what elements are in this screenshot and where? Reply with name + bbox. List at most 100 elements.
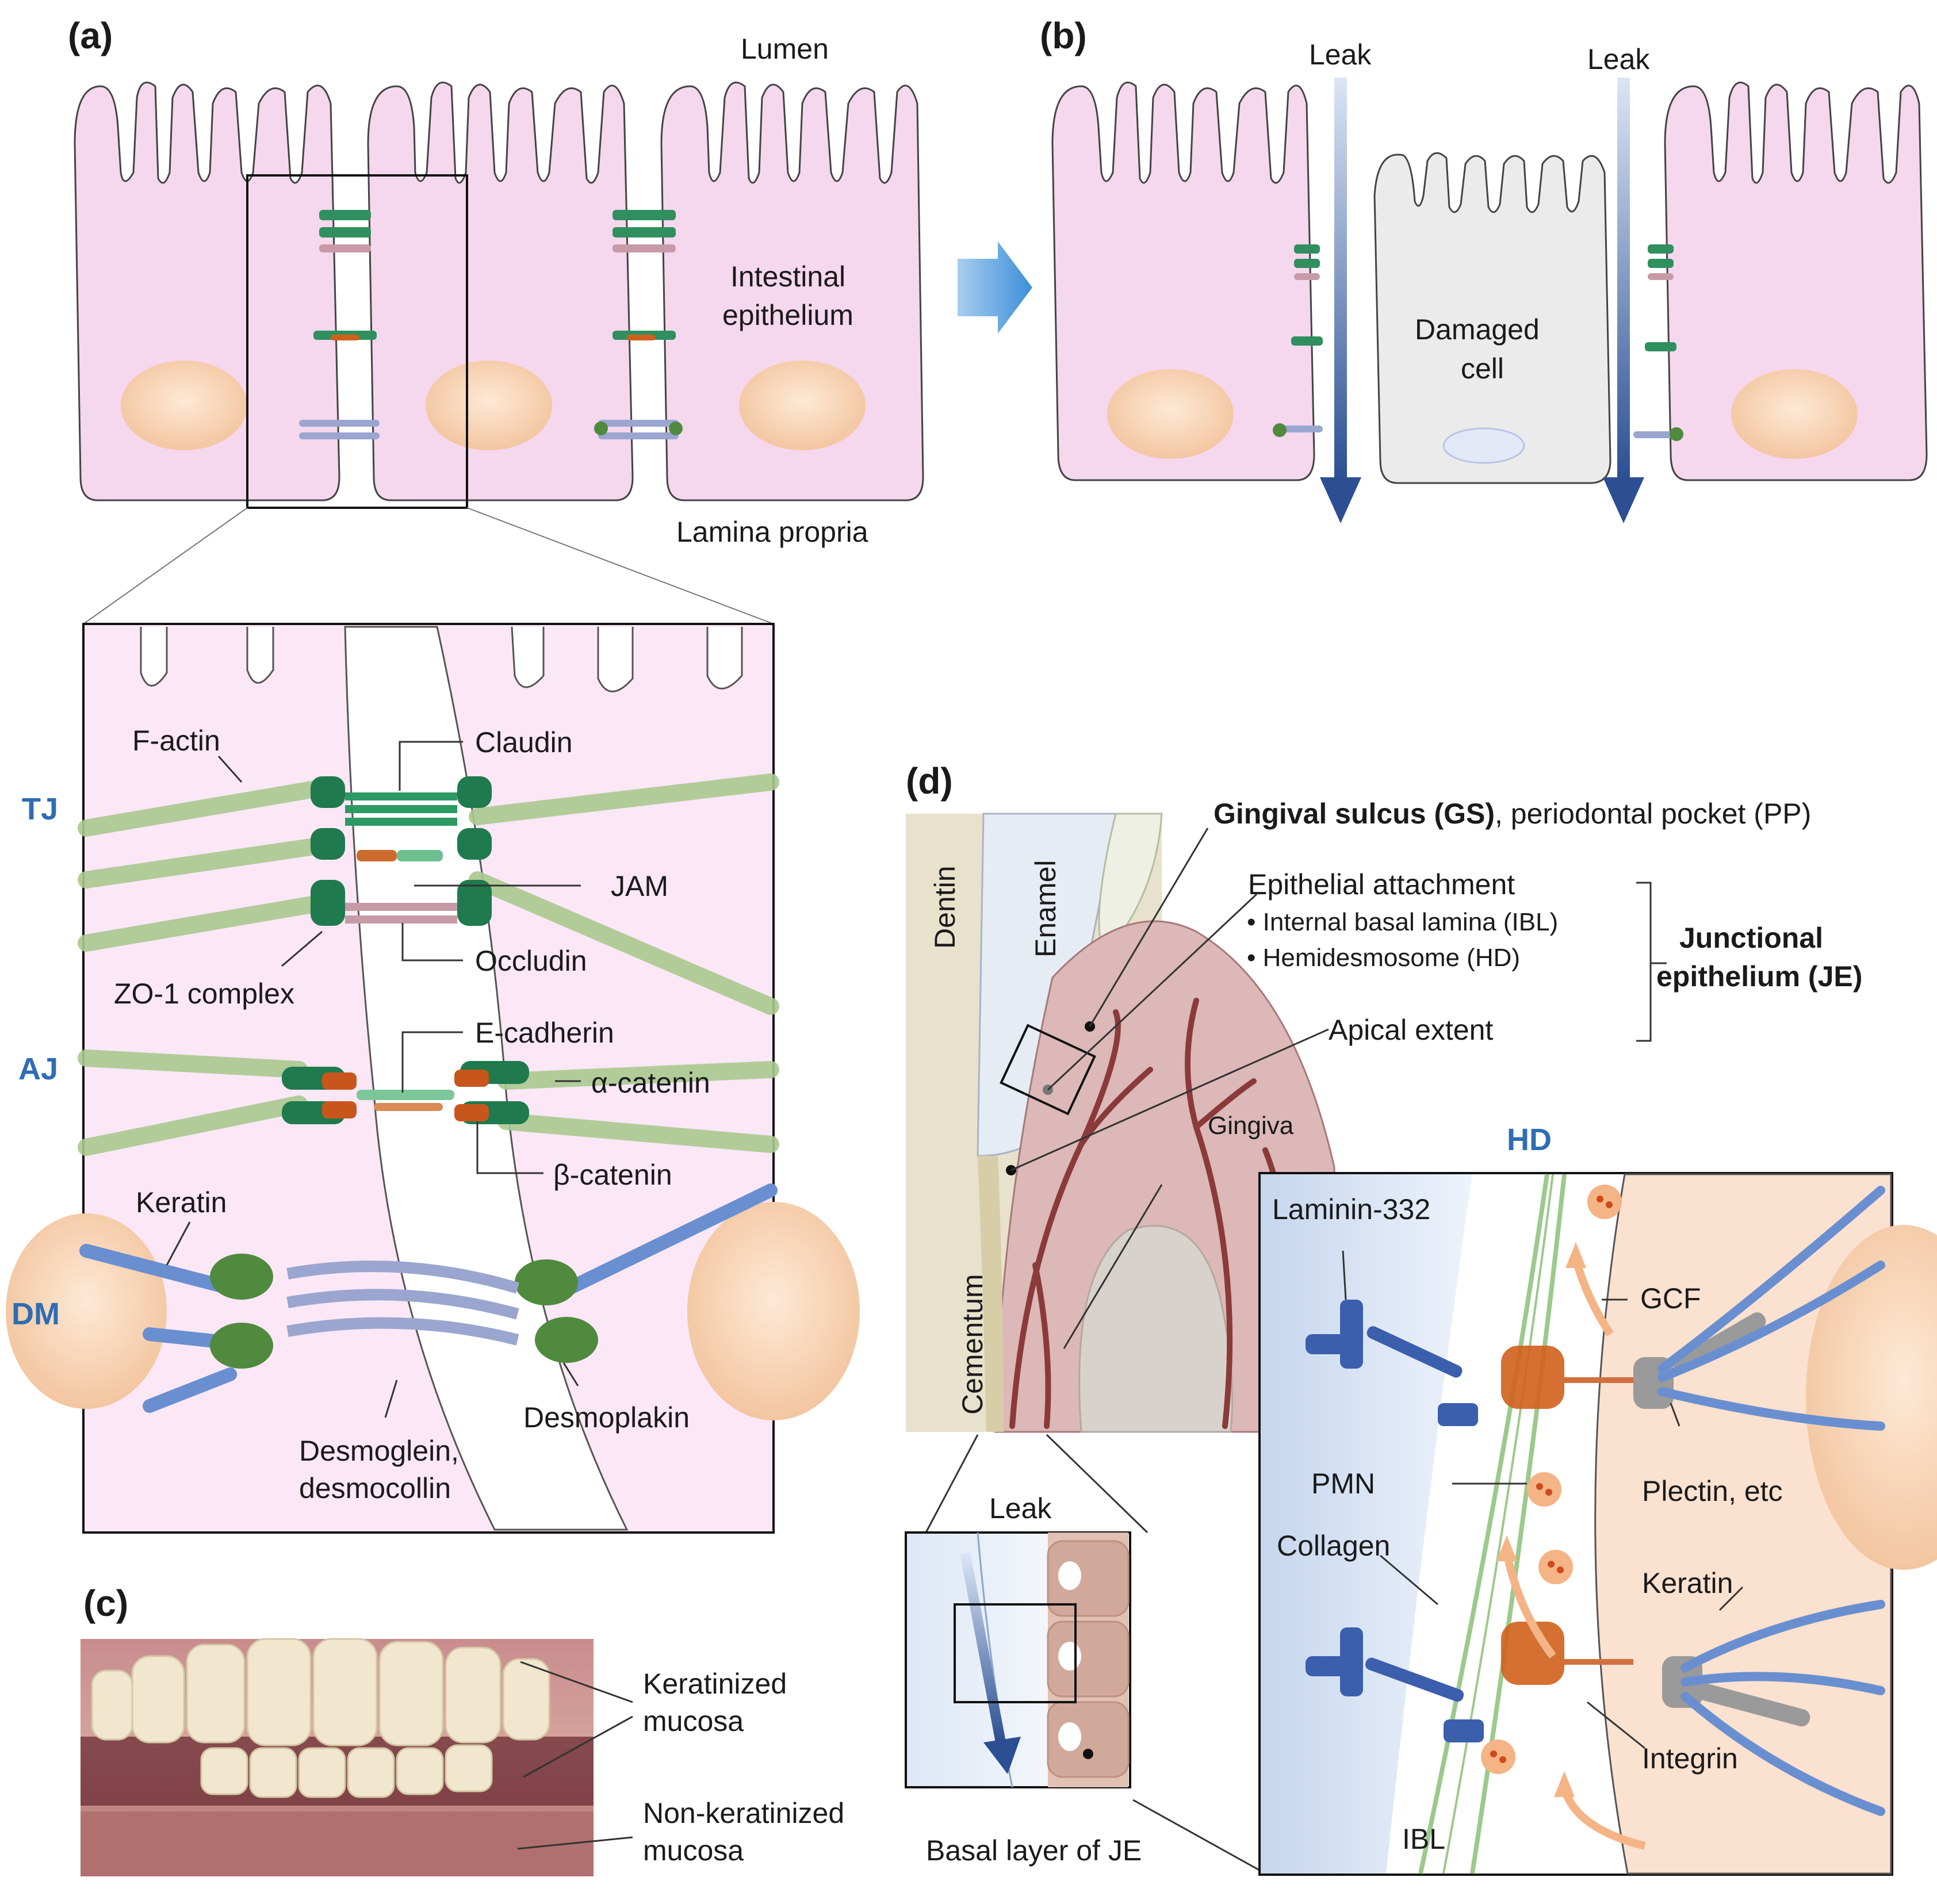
leak-arrow-right <box>1617 78 1630 480</box>
laminin-label: Laminin-332 <box>1272 1193 1430 1225</box>
nucleus <box>739 361 866 450</box>
ibl-label: IBL <box>1402 1823 1445 1855</box>
occludin-strand <box>345 903 457 911</box>
desmosome <box>299 420 683 439</box>
junction-complexes-b <box>1273 244 1683 441</box>
hemidesmosome-panel: Laminin-332 GCF PMN Plectin, etc Collage… <box>1258 1172 1937 1876</box>
basal-layer-label: Basal layer of JE <box>926 1834 1142 1867</box>
leader-lines-d <box>925 828 1667 1873</box>
jam-label: JAM <box>611 870 668 902</box>
tight-junction-proteins <box>311 776 492 926</box>
leak-label-d: Leak <box>989 1492 1052 1524</box>
leak-arrowhead <box>1603 477 1644 523</box>
epithelium-label-2: epithelium <box>722 299 853 331</box>
jam-protein <box>397 850 443 861</box>
junction-zoom-panel: TJ AJ DM F-actin Claudin JAM ZO-1 comple… <box>6 623 860 1534</box>
pmn-label: PMN <box>1311 1468 1375 1500</box>
tight-junction <box>319 210 676 252</box>
desmoglein <box>286 1289 519 1320</box>
damaged-cell <box>1373 152 1611 484</box>
panel-label-c: (c) <box>83 1583 128 1624</box>
desmoglein <box>286 1261 519 1294</box>
adherens-junction <box>313 331 676 340</box>
leak-arrowhead <box>1320 477 1361 523</box>
nucleus <box>426 361 552 450</box>
tj-label: TJ <box>22 792 58 826</box>
apical-extent-label: Apical extent <box>1329 1014 1493 1046</box>
damaged-cell-label-2: cell <box>1461 353 1504 385</box>
dm-label: DM <box>12 1297 60 1331</box>
f-actin-filaments <box>78 773 779 1156</box>
lamina-propria-label: Lamina propria <box>676 516 868 548</box>
alpha-catenin-label: α-catenin <box>591 1067 710 1099</box>
hd-item-label: • Hemidesmosome (HD) <box>1247 944 1520 972</box>
panel-label-d: (d) <box>906 760 953 802</box>
je-label-2: epithelium (JE) <box>1656 960 1862 993</box>
zoom-box <box>246 174 468 509</box>
leak-arrow-left <box>1334 78 1347 480</box>
panel-label-a: (a) <box>68 15 113 56</box>
ja-zoom-box <box>1000 1024 1096 1116</box>
claudin-strand <box>345 805 457 813</box>
desmoplakin <box>210 1323 273 1369</box>
adherens-junction-proteins <box>282 1061 529 1124</box>
pmn-cells <box>1481 1185 1622 1774</box>
periodontal-pocket-text: , periodontal pocket (PP) <box>1495 798 1811 830</box>
keratinized-label-1: Keratinized <box>643 1668 787 1700</box>
desmoglein <box>286 1317 519 1346</box>
gingiva-label: Gingiva <box>1208 1112 1294 1140</box>
mouth-photo <box>81 1638 594 1876</box>
transition-arrow <box>958 242 1032 334</box>
e-cadherin-label: E-cadherin <box>475 1017 614 1049</box>
claudin-strand <box>345 792 457 800</box>
epithelial-cell <box>1664 81 1928 481</box>
panel-label-b: (b) <box>1040 15 1087 56</box>
je-label-1: Junctional <box>1679 922 1823 954</box>
damaged-epithelium-cells <box>1051 81 1928 484</box>
nucleus <box>1731 369 1858 459</box>
nonkeratinized-label-2: mucosa <box>643 1834 744 1867</box>
damaged-cell-label-1: Damaged <box>1415 313 1540 346</box>
epithelium-label-1: Intestinal <box>730 260 845 293</box>
nonkeratinized-label-1: Non-keratinized <box>643 1797 844 1829</box>
lumen-label: Lumen <box>741 33 829 65</box>
gcf-label: GCF <box>1640 1282 1701 1315</box>
keratinized-label-2: mucosa <box>643 1705 744 1737</box>
hd-leader-lines <box>1342 1250 1744 1749</box>
enamel-label: Enamel <box>1029 860 1062 957</box>
epithelial-cell <box>1051 81 1315 481</box>
nucleus <box>121 361 247 450</box>
desmoplakin <box>535 1317 598 1363</box>
jam-protein <box>357 850 397 861</box>
e-cadherin <box>374 1103 443 1111</box>
leader-lines <box>166 741 581 1418</box>
desmoplakin <box>515 1259 578 1305</box>
hd-title: HD <box>1507 1123 1552 1157</box>
zoom-connector <box>466 507 774 625</box>
e-cadherin <box>357 1090 454 1100</box>
leader-lines-c <box>517 1661 633 1850</box>
desmoplakin-label: Desmoplakin <box>523 1401 690 1434</box>
gingival-sulcus-bold: Gingival sulcus (GS) <box>1214 798 1495 830</box>
intestinal-epithelium-cells <box>74 81 924 501</box>
collagen-label: Collagen <box>1277 1530 1390 1562</box>
integrin-label: Integrin <box>1642 1742 1738 1775</box>
laminin-332 <box>1306 1300 1484 1742</box>
claudin-strand <box>345 818 457 826</box>
occludin-label: Occludin <box>475 945 587 977</box>
occludin-strand <box>345 915 457 924</box>
gingival-sulcus-label: Gingival sulcus (GS), periodontal pocket… <box>1214 798 1811 830</box>
leak-label-left: Leak <box>1309 39 1372 71</box>
zo1-label: ZO-1 complex <box>114 978 294 1010</box>
zoom-connector <box>83 507 248 625</box>
cementum <box>978 1156 1004 1432</box>
keratin-label: Keratin <box>136 1186 227 1219</box>
damaged-nucleus <box>1442 427 1525 464</box>
nucleus <box>687 1202 860 1420</box>
plectin-label: Plectin, etc <box>1642 1475 1783 1507</box>
keratin-label-d: Keratin <box>1642 1567 1733 1599</box>
microvilli <box>140 626 743 692</box>
leak-inset <box>905 1531 1131 1788</box>
nucleus <box>1107 369 1234 459</box>
